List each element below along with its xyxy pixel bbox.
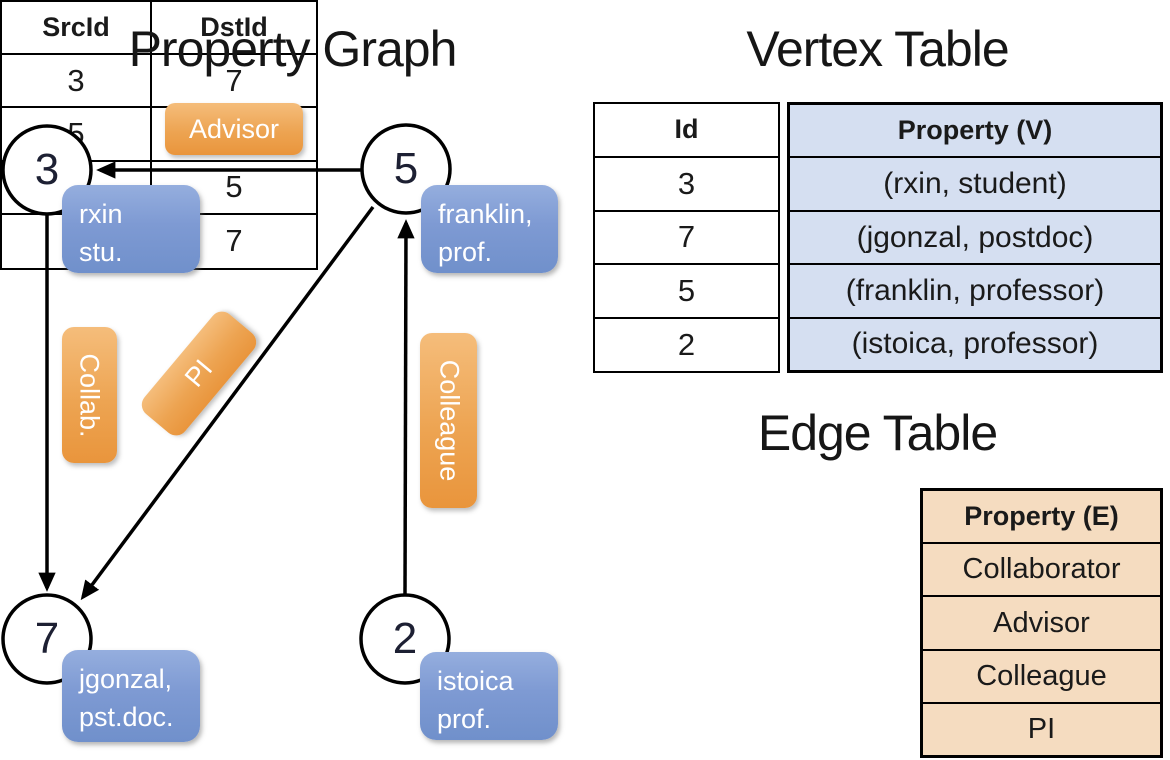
vertex-property-line: jgonzal,: [79, 664, 173, 694]
edge-label-colleague: Colleague: [420, 333, 477, 508]
edge-label-text: PI: [178, 353, 219, 393]
vertex-table-property-cell: (franklin, professor): [790, 265, 1160, 319]
vertex-table-id-cell: 3: [595, 158, 778, 212]
edge-label-text: Colleague: [434, 359, 464, 482]
edge-table-property-header: Property (E): [923, 491, 1160, 545]
vertex-table-id-cell: 7: [595, 212, 778, 266]
vertex-property-line: prof.: [437, 704, 492, 735]
edge-label-collab: Collab.: [62, 327, 117, 463]
edge-table-dstid-cell: 5: [152, 162, 316, 215]
vertex-table-id-header: Id: [595, 104, 778, 158]
vertex-table-id-column: Id 3 7 5 2: [593, 102, 780, 373]
vertex-table-id-cell: 2: [677, 327, 696, 363]
vertex-property-line: franklin,: [438, 199, 533, 229]
edge-colleague-2-to-5: [397, 219, 415, 595]
edge-table-property-cell: Colleague: [923, 650, 1160, 704]
edge-table-dstid-cell: 7: [225, 223, 243, 259]
vertex-table-property-cell: (istoica, professor): [790, 318, 1160, 371]
vertex-property-line: prof.: [438, 237, 493, 268]
edge-table-srcid-cell: 3: [2, 55, 152, 109]
edge-table-srcid-header: SrcId: [2, 2, 152, 56]
vertex-property-box-3: rxin stu.: [62, 185, 200, 273]
vertex-table-property-header: Property (V): [790, 105, 1160, 159]
node-7-id: 7: [34, 614, 60, 663]
property-graph-title: Property Graph: [128, 21, 458, 77]
edge-table-property-column: Property (E) Collaborator Advisor Collea…: [920, 488, 1163, 758]
vertex-property-box-5: franklin, prof.: [421, 185, 558, 273]
vertex-property-line: stu.: [79, 237, 123, 268]
node-2-id: 2: [392, 614, 418, 663]
node-3-id: 3: [34, 145, 60, 194]
edge-table-title: Edge Table: [757, 405, 998, 461]
edge-label-text: Collab.: [75, 352, 106, 438]
vertex-table-title: Vertex Table: [746, 21, 1009, 77]
edge-table-property-cell: PI: [923, 703, 1160, 756]
edge-label-text: Advisor: [188, 113, 280, 144]
vertex-table-id-cell: 5: [595, 265, 778, 320]
vertex-property-line: rxin: [79, 199, 123, 229]
edge-pi-5-to-7: [80, 205, 375, 601]
vertex-table-property-cell: (rxin, student): [790, 158, 1160, 212]
vertex-property-line: pst.doc.: [79, 702, 174, 733]
vertex-property-box-7: jgonzal, pst.doc.: [62, 650, 200, 742]
edge-table-dstid-header: DstId: [152, 2, 316, 56]
vertex-property-box-2: istoica prof.: [420, 652, 558, 740]
edge-table-property-cell: Collaborator: [923, 544, 1160, 598]
edge-label-advisor: Advisor: [165, 103, 303, 155]
vertex-table-property-cell: (jgonzal, postdoc): [790, 211, 1160, 266]
vertex-property-line: istoica: [437, 666, 514, 696]
edge-table-property-cell: Advisor: [923, 597, 1160, 651]
vertex-table-property-column: Property (V) (rxin, student) (jgonzal, p…: [787, 102, 1163, 373]
node-5-id: 5: [393, 144, 419, 193]
